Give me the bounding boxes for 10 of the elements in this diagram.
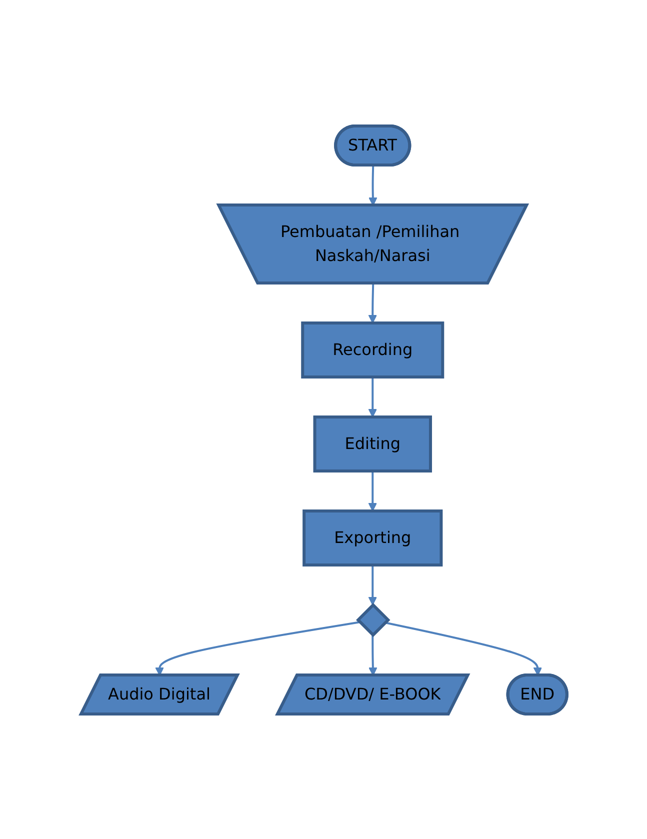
arrow — [384, 621, 542, 676]
node-box: Recording — [300, 321, 444, 378]
node-diamond — [356, 602, 390, 637]
arrow — [368, 282, 377, 323]
node-box: Exporting — [302, 509, 442, 566]
node-box: Editing — [312, 415, 432, 472]
arrow — [368, 564, 377, 605]
arrow — [368, 164, 377, 206]
arrow — [368, 470, 377, 511]
arrow — [368, 376, 377, 417]
